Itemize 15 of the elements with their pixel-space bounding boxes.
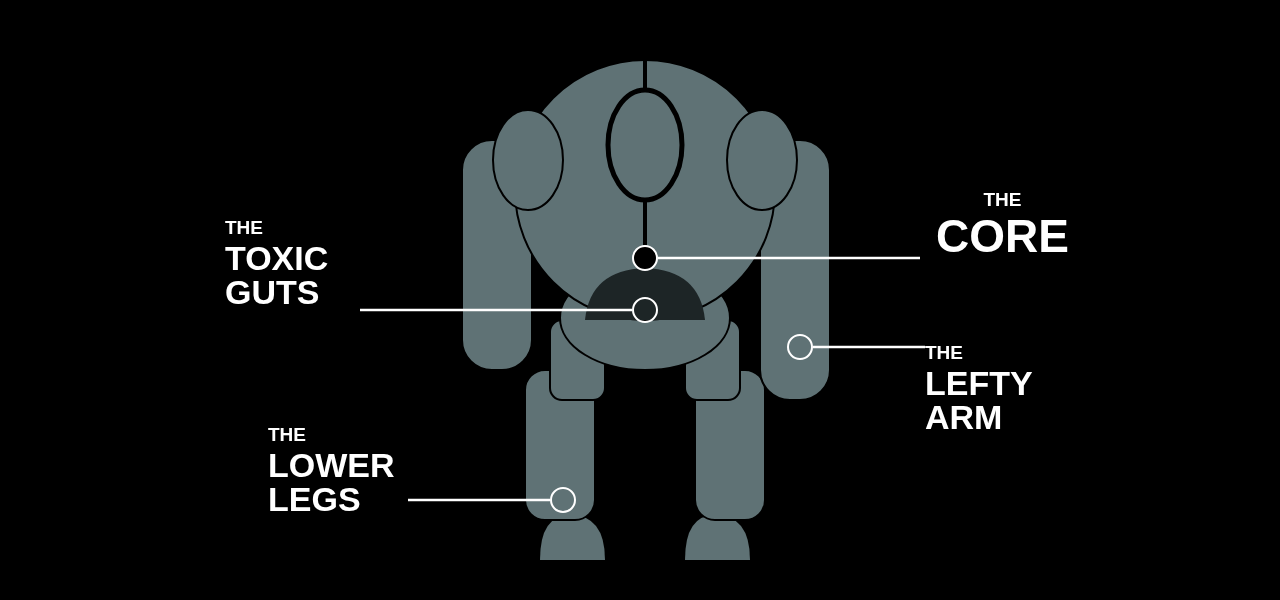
leader-line: [813, 345, 925, 349]
callout-label: TOXIC GUTS: [225, 241, 330, 309]
leader-line: [408, 498, 550, 502]
leader-line: [658, 256, 920, 260]
callout-marker: [632, 297, 658, 323]
callout-marker: [787, 334, 813, 360]
callout-marker: [550, 487, 576, 513]
leader-line: [360, 308, 632, 312]
callout-label: LOWER LEGS: [268, 448, 396, 516]
callout-label: CORE: [935, 213, 1070, 259]
callout-label: THE: [225, 218, 264, 237]
callout-label: THE: [268, 425, 307, 444]
callout-label: LEFTY ARM: [925, 366, 1034, 434]
callout-label: THE: [925, 343, 964, 362]
callout-label: THE: [982, 190, 1023, 209]
